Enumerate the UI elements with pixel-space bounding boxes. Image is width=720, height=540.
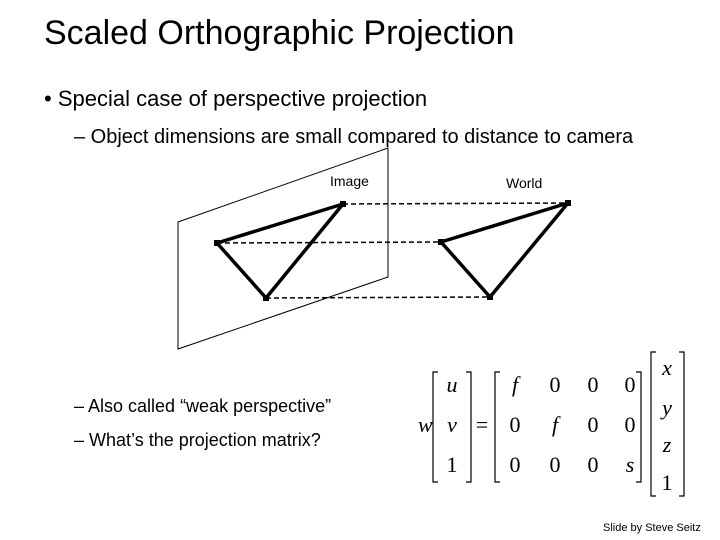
world-label: World bbox=[506, 175, 543, 191]
image-vertex-bottom bbox=[263, 295, 269, 301]
image-plane bbox=[177, 147, 389, 350]
rhs-y: y bbox=[660, 395, 672, 420]
rhs-bracket-right bbox=[679, 351, 685, 497]
m-0-3: 0 bbox=[625, 372, 636, 397]
projection-lines bbox=[216, 202, 569, 299]
m-2-0: 0 bbox=[510, 452, 521, 477]
m-0-0: f bbox=[512, 372, 521, 397]
matrix-bracket-right bbox=[636, 371, 642, 483]
projection-line-middle bbox=[216, 241, 442, 244]
bullet-main: • Special case of perspective projection bbox=[44, 86, 428, 111]
lhs-one: 1 bbox=[447, 452, 458, 477]
m-1-3: 0 bbox=[625, 412, 636, 437]
rhs-one: 1 bbox=[662, 470, 673, 495]
world-vertex-left bbox=[438, 239, 444, 245]
m-1-2: 0 bbox=[588, 412, 599, 437]
eq-equals: = bbox=[476, 412, 488, 437]
lhs-bracket-right bbox=[466, 371, 472, 483]
eq-w: w bbox=[418, 412, 433, 437]
lhs-v: v bbox=[447, 412, 457, 437]
m-0-1: 0 bbox=[550, 372, 561, 397]
m-2-2: 0 bbox=[588, 452, 599, 477]
projection-line-bottom bbox=[265, 296, 491, 299]
lhs-bracket-left bbox=[432, 371, 438, 483]
image-label: Image bbox=[330, 173, 369, 189]
lhs-u: u bbox=[447, 372, 458, 397]
rhs-z: z bbox=[662, 432, 672, 457]
rhs-x: x bbox=[661, 355, 672, 380]
world-vertex-bottom bbox=[487, 294, 493, 300]
sub-bullet-weak-perspective: – Also called “weak perspective” bbox=[74, 396, 332, 416]
matrix-bracket-left bbox=[494, 371, 500, 483]
image-vertex-left bbox=[214, 240, 220, 246]
m-1-1: f bbox=[552, 412, 561, 437]
projection-line-top bbox=[342, 202, 569, 205]
slide-title: Scaled Orthographic Projection bbox=[44, 14, 515, 52]
slide-credit: Slide by Steve Seitz bbox=[603, 522, 701, 534]
triangle-vertices bbox=[214, 200, 571, 301]
projection-equation: w u v 1 = f 0 0 0 0 f 0 0 0 0 0 s x bbox=[418, 351, 685, 497]
sub-bullet-projection-matrix: – What’s the projection matrix? bbox=[74, 430, 321, 450]
sub-bullet-object-dimensions: – Object dimensions are small compared t… bbox=[74, 126, 634, 148]
rhs-bracket-left bbox=[650, 351, 656, 497]
m-1-0: 0 bbox=[510, 412, 521, 437]
image-vertex-top bbox=[340, 201, 346, 207]
image-triangle bbox=[215, 202, 345, 300]
world-vertex-top bbox=[565, 200, 571, 206]
m-2-3: s bbox=[626, 452, 635, 477]
m-0-2: 0 bbox=[588, 372, 599, 397]
world-triangle bbox=[439, 201, 570, 299]
m-2-1: 0 bbox=[550, 452, 561, 477]
